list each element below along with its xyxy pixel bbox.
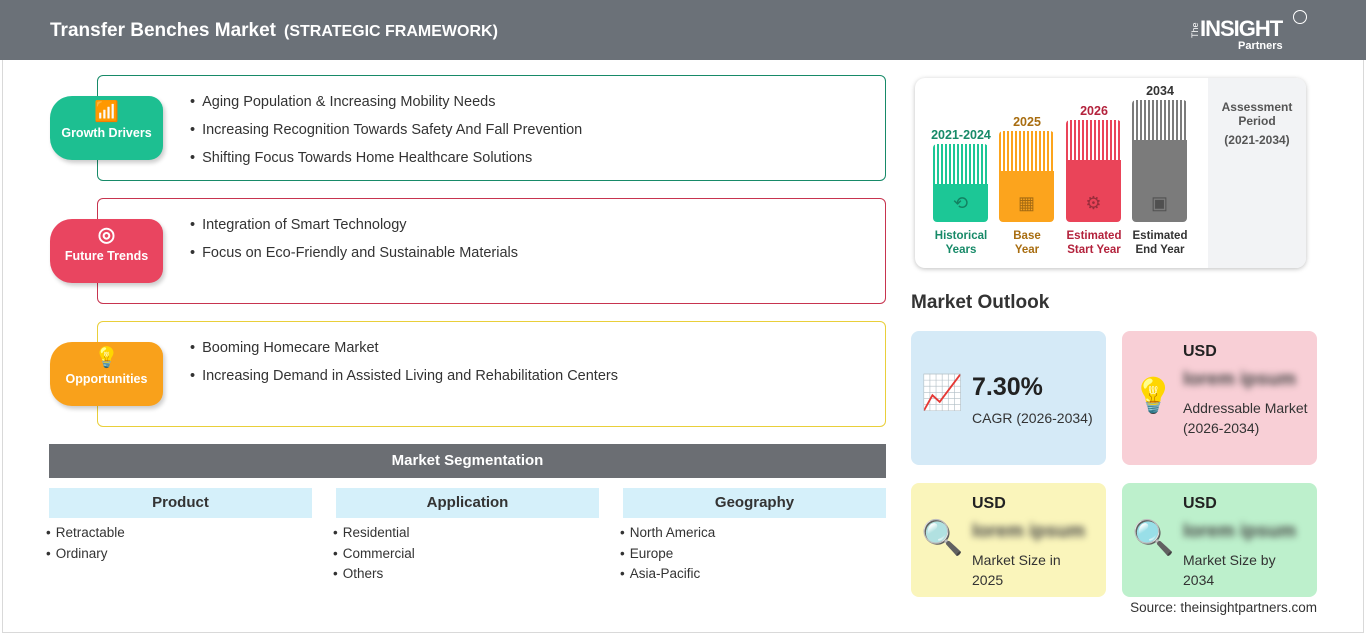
list-item: Aging Population & Increasing Mobility N… — [190, 94, 582, 122]
opportunities-badge: 💡Opportunities — [50, 342, 163, 406]
list-item: Others — [333, 566, 415, 587]
segment-product-header: Product — [49, 488, 312, 518]
page-subtitle: (STRATEGIC FRAMEWORK) — [284, 23, 498, 40]
content-frame — [2, 60, 1364, 633]
future-trends-card: Integration of Smart Technology Focus on… — [97, 198, 886, 304]
dollar-bulb-icon: 💡 — [1132, 377, 1175, 415]
list-item: Booming Homecare Market — [190, 340, 618, 368]
timeline-bar: ⚙ — [1066, 120, 1121, 222]
target-icon: ◎ — [97, 224, 116, 246]
growth-drivers-badge: 📶Growth Drivers — [50, 96, 163, 160]
geography-list: North America Europe Asia-Pacific — [620, 525, 716, 587]
list-item: Commercial — [333, 546, 415, 567]
opportunities-card: Booming Homecare Market Increasing Deman… — [97, 321, 886, 427]
timeline-bar: ▣ — [1132, 100, 1187, 222]
list-item: Integration of Smart Technology — [190, 217, 518, 245]
timeline-bar: ⟲ — [933, 144, 988, 222]
list-item: Shifting Focus Towards Home Healthcare S… — [190, 150, 582, 178]
monitor-gear-icon: ⚙ — [1085, 193, 1102, 213]
market-size-2025-card: 🔍 USD lorem ipsum Market Size in 2025 — [911, 483, 1106, 597]
page-title: Transfer Benches Market(STRATEGIC FRAMEW… — [50, 20, 498, 41]
cagr-label: CAGR (2026-2034) — [972, 410, 1093, 426]
product-list: Retractable Ordinary — [46, 525, 125, 566]
history-icon: ⟲ — [952, 193, 969, 213]
list-item: Increasing Recognition Towards Safety An… — [190, 122, 582, 150]
segment-geography-header: Geography — [623, 488, 886, 518]
timeline-year: 2021-2024 — [931, 128, 991, 142]
list-item: Focus on Eco-Friendly and Sustainable Ma… — [190, 245, 518, 273]
growth-chart-icon: 📈 — [921, 374, 964, 412]
magnifier-chart-icon: 🔍 — [1132, 519, 1175, 557]
magnifier-chart-icon: 🔍 — [921, 519, 964, 557]
growth-chart-icon: 📶 — [94, 101, 119, 123]
application-list: Residential Commercial Others — [333, 525, 415, 587]
list-item: Residential — [333, 525, 415, 546]
timeline-year: 2025 — [1013, 115, 1041, 129]
market-size-2034-card: 🔍 USD lorem ipsum Market Size by 2034 — [1122, 483, 1317, 597]
cagr-card: 📈 7.30% CAGR (2026-2034) — [911, 331, 1106, 465]
header-bar: Transfer Benches Market(STRATEGIC FRAMEW… — [0, 0, 1366, 60]
calendar-icon: ▦ — [1017, 193, 1035, 213]
growth-drivers-card: Aging Population & Increasing Mobility N… — [97, 75, 886, 181]
list-item: Asia-Pacific — [620, 566, 715, 587]
lightbulb-hand-icon: 💡 — [94, 347, 119, 369]
source-text: Source: theinsightpartners.com — [1130, 600, 1317, 615]
list-item: Europe — [620, 546, 715, 567]
cagr-value: 7.30% — [972, 373, 1043, 401]
segment-application-header: Application — [336, 488, 599, 518]
presentation-icon: ▣ — [1150, 193, 1168, 213]
timeline-year: 2034 — [1146, 84, 1174, 98]
market-outlook-title: Market Outlook — [911, 292, 1050, 313]
list-item: Retractable — [46, 525, 125, 546]
timeline-year: 2026 — [1080, 104, 1108, 118]
list-item: Ordinary — [46, 546, 125, 567]
addressable-market-card: 💡 USD lorem ipsum Addressable Market (20… — [1122, 331, 1317, 465]
list-item: North America — [620, 525, 716, 546]
list-item: Increasing Demand in Assisted Living and… — [190, 368, 618, 396]
future-trends-badge: ◎Future Trends — [50, 219, 163, 283]
segmentation-title: Market Segmentation — [49, 444, 886, 478]
timeline-bar: ▦ — [999, 131, 1054, 222]
